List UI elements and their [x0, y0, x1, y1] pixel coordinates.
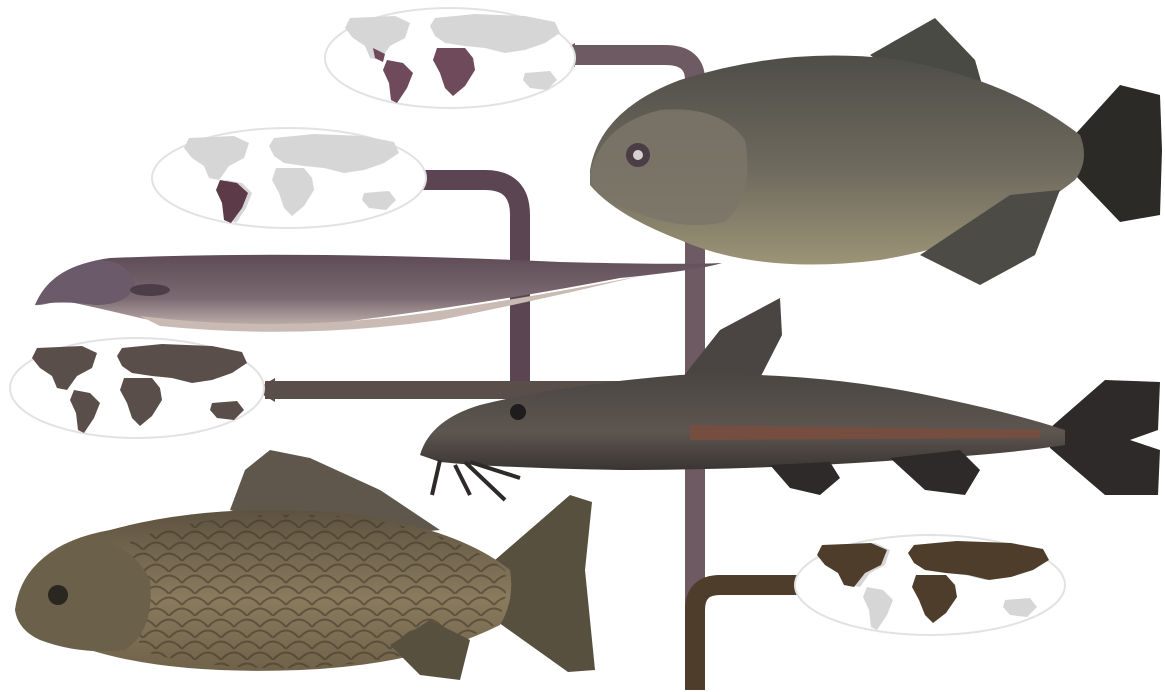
catfish-icon [420, 298, 1160, 500]
catfish-pelvic-fin [890, 450, 980, 495]
carp-head [15, 540, 151, 651]
knifefish-gill [130, 284, 170, 296]
catfish-tail [1050, 380, 1160, 495]
map-gymnotiformes [152, 128, 426, 228]
map-siluriformes [10, 338, 264, 438]
carp-fish-icon [15, 450, 595, 680]
knifefish-head [35, 260, 135, 305]
map-cypriniformes [795, 535, 1065, 635]
map-characiformes [325, 8, 575, 108]
knifefish-icon [35, 255, 722, 332]
catfish-pectoral-fin [770, 462, 840, 495]
carp-eye [48, 585, 68, 605]
catfish-eye [510, 404, 526, 420]
